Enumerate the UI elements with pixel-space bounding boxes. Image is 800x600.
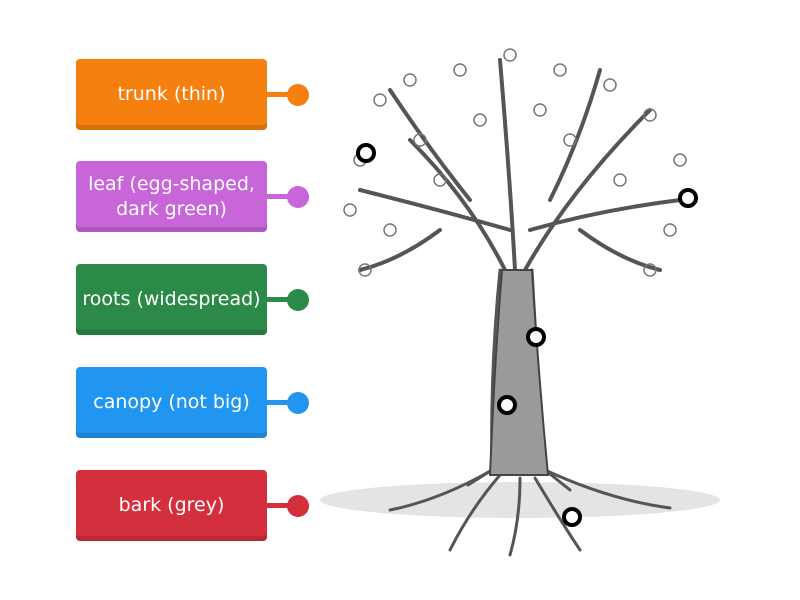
drop-target-hotspot[interactable] [562,507,582,527]
label-canopy[interactable]: canopy (not big) [76,367,267,438]
drag-handle-dot[interactable] [287,84,309,106]
label-roots[interactable]: roots (widespread) [76,264,267,335]
drag-handle-dot[interactable] [287,289,309,311]
connector [267,92,289,97]
connector [267,400,289,405]
label-leaf[interactable]: leaf (egg-shaped, dark green) [76,161,267,232]
drop-target-hotspot[interactable] [497,395,517,415]
connector [267,503,289,508]
connector [267,297,289,302]
drop-target-hotspot[interactable] [356,143,376,163]
drag-handle-dot[interactable] [287,186,309,208]
drag-handle-dot[interactable] [287,392,309,414]
tree-illustration [320,48,720,557]
drop-target-hotspot[interactable] [526,327,546,347]
label-trunk[interactable]: trunk (thin) [76,59,267,130]
label-bark[interactable]: bark (grey) [76,470,267,541]
connector [267,194,289,199]
drag-handle-dot[interactable] [287,495,309,517]
drop-target-hotspot[interactable] [678,188,698,208]
